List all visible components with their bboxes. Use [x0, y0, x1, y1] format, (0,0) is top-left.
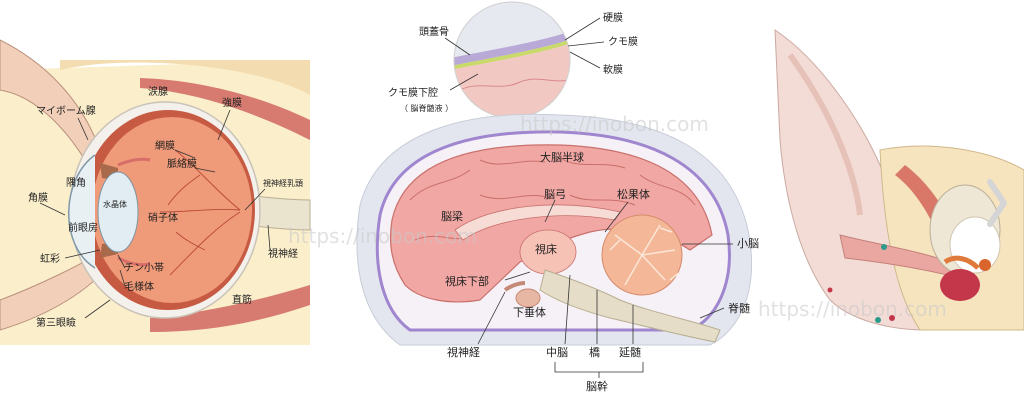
label-iridocorneal-angle: 隅角: [66, 177, 86, 189]
label-lens: 水晶体: [103, 199, 127, 209]
label-subarachnoid-space: クモ膜下腔: [388, 86, 438, 99]
chevron-right-icon[interactable]: [987, 179, 1007, 227]
label-vitreous-body: 硝子体: [148, 211, 178, 224]
label-optic-nerve-eye: 視神経: [268, 247, 298, 260]
label-brainstem: 脳幹: [586, 379, 608, 393]
label-retina: 網膜: [155, 139, 175, 152]
label-dura-mater: 硬膜: [603, 12, 623, 24]
label-optic-nerve-brain: 視神経: [447, 345, 480, 359]
label-corpus-callosum: 脳梁: [441, 209, 463, 223]
label-meibomian-gland: マイボーム腺: [36, 104, 96, 117]
label-thalamus: 視床: [535, 242, 557, 256]
label-fornix: 脳弓: [544, 188, 566, 201]
label-optic-disc: 視神経乳頭: [263, 178, 303, 188]
label-midbrain: 中脳: [546, 346, 568, 359]
label-pituitary: 下垂体: [513, 305, 546, 319]
label-third-eyelid: 第三眼瞼: [36, 316, 76, 329]
eye-illustration: 涙腺 マイボーム腺 強膜 網膜 脈絡膜 隅角 角膜 前眼房 水晶体 硝子体 視神…: [0, 39, 311, 345]
label-csf: （ 脳脊髄液 ）: [400, 103, 453, 113]
label-ciliary-body: 毛様体: [124, 280, 154, 293]
label-pons: 橋: [589, 345, 600, 359]
label-medulla: 延髄: [619, 345, 641, 359]
watermark-2: https://inobon.com: [520, 112, 709, 136]
label-cerebellum: 小脳: [737, 237, 759, 250]
label-lacrimal-gland: 涙腺: [148, 85, 168, 98]
label-spinal-cord: 脊髄: [728, 301, 750, 315]
label-cerebral-hemisphere: 大脳半球: [540, 150, 584, 164]
label-choroid: 脈絡膜: [167, 157, 197, 170]
label-anterior-chamber: 前眼房: [68, 221, 98, 234]
label-pineal-body: 松果体: [617, 187, 650, 201]
meninges-inset: 頭蓋骨 硬膜 クモ膜 軟膜 クモ膜下腔 （ 脳脊髄液 ）: [388, 1, 638, 119]
watermark-3: https://inobon.com: [758, 297, 947, 321]
label-skull: 頭蓋骨: [419, 26, 449, 38]
label-zonule: チン小帯: [124, 261, 164, 274]
label-hypothalamus: 視床下部: [445, 274, 489, 288]
brain-illustration: 大脳半球 脳弓 松果体 脳梁 視床 小脳 視床下部 脊髄 下垂体 視神経 中脳 …: [356, 113, 759, 393]
label-cornea: 角膜: [28, 192, 48, 204]
label-iris: 虹彩: [40, 253, 60, 265]
label-arachnoid: クモ膜: [608, 36, 638, 48]
brainstem-bracket: [554, 362, 644, 373]
ear-illustration: [770, 0, 1024, 404]
watermark-1: https://inobon.com: [288, 224, 477, 248]
label-pia-mater: 軟膜: [603, 63, 623, 76]
label-rectus-muscle: 直筋: [232, 293, 252, 306]
label-sclera: 強膜: [222, 96, 242, 109]
